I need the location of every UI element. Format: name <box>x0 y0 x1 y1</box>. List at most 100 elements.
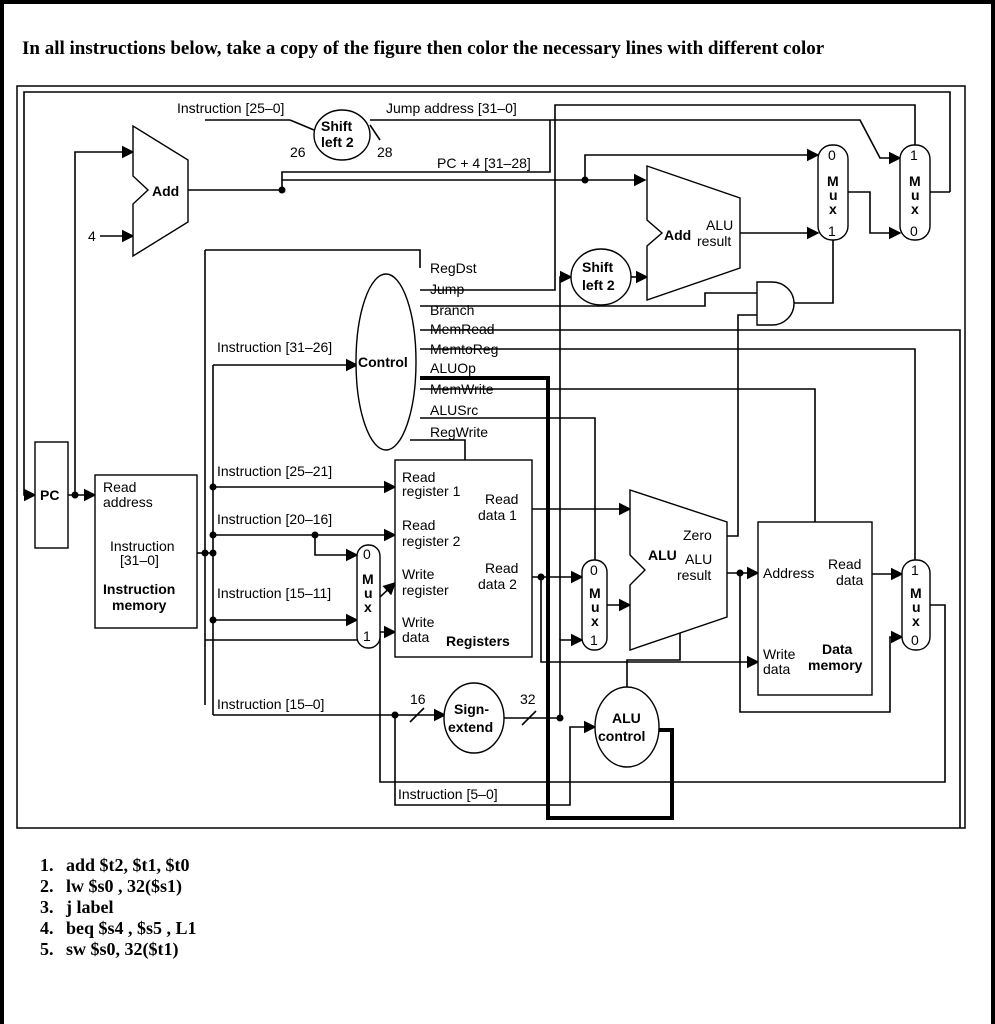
svg-text:data: data <box>836 572 863 588</box>
mux-jump: 1 M u x 0 <box>899 144 931 241</box>
svg-text:ALUOp: ALUOp <box>430 360 476 376</box>
svg-text:left 2: left 2 <box>582 277 615 293</box>
svg-text:result: result <box>697 233 731 249</box>
instruction-list: 1.add $t2, $t1, $t0 2.lw $s0 , 32($s1) 3… <box>40 855 197 960</box>
svg-text:M: M <box>589 585 601 601</box>
svg-text:MemtoReg: MemtoReg <box>430 341 498 357</box>
question-text: In all instructions below, take a copy o… <box>22 38 825 59</box>
label-instr-15-11: Instruction [15–11] <box>217 585 331 601</box>
label-instr-25-0: Instruction [25–0] <box>177 100 284 116</box>
svg-text:u: u <box>829 187 838 203</box>
svg-text:address: address <box>103 494 153 510</box>
list-item: 5.sw $s0, 32($t1) <box>40 939 179 959</box>
svg-text:u: u <box>591 599 600 615</box>
svg-text:Shift: Shift <box>321 118 352 134</box>
svg-text:Address: Address <box>763 565 814 581</box>
svg-text:Read: Read <box>485 491 518 507</box>
svg-text:Read: Read <box>828 556 861 572</box>
list-item: 1.add $t2, $t1, $t0 <box>40 855 190 875</box>
svg-text:0: 0 <box>828 147 836 163</box>
svg-text:Read: Read <box>485 560 518 576</box>
svg-text:u: u <box>911 187 920 203</box>
svg-text:Instruction: Instruction <box>103 581 175 597</box>
svg-text:Jump: Jump <box>430 281 464 297</box>
svg-text:ALU: ALU <box>706 217 733 233</box>
label-instr-31-26: Instruction [31–26] <box>217 339 332 355</box>
list-item: 3.j label <box>40 897 114 917</box>
label-instr-5-0: Instruction [5–0] <box>398 786 498 802</box>
svg-text:Add: Add <box>152 183 179 199</box>
mux-memtoreg: 1 M u x 0 <box>901 559 931 651</box>
svg-text:Read: Read <box>402 469 435 485</box>
svg-text:0: 0 <box>590 562 598 578</box>
list-item: 4.beq $s4 , $s5 , L1 <box>40 918 197 938</box>
svg-text:ALU: ALU <box>648 547 677 563</box>
svg-text:Sign-: Sign- <box>454 701 489 717</box>
junction-dots <box>71 176 744 722</box>
list-item: 2.lw $s0 , 32($s1) <box>40 876 182 896</box>
svg-text:1: 1 <box>910 147 918 163</box>
label-pc-plus4: PC + 4 [31–28] <box>437 155 531 171</box>
pc-adder: Add <box>132 124 189 258</box>
wires <box>23 91 961 828</box>
svg-text:Data: Data <box>822 641 853 657</box>
svg-text:ALUSrc: ALUSrc <box>430 402 478 418</box>
label-instr-20-16: Instruction [20–16] <box>217 511 332 527</box>
svg-text:data: data <box>763 661 790 677</box>
svg-text:M: M <box>827 173 839 189</box>
svg-text:MemWrite: MemWrite <box>430 381 494 397</box>
shift-left-branch: Shift left 2 <box>570 248 632 306</box>
mux-alusrc: 0 M u x 1 <box>581 559 608 651</box>
constant-four: 4 <box>88 228 96 244</box>
svg-text:register 2: register 2 <box>402 533 461 549</box>
svg-text:data 2: data 2 <box>478 576 517 592</box>
label-28: 28 <box>377 144 393 160</box>
svg-text:PC: PC <box>40 487 59 503</box>
svg-text:Write: Write <box>763 646 796 662</box>
svg-text:M: M <box>910 585 922 601</box>
svg-text:Control: Control <box>358 354 408 370</box>
svg-text:[31–0]: [31–0] <box>120 552 159 568</box>
mux-branch: 0 M u x 1 <box>817 144 849 241</box>
instruction-memory: Read address Instruction [31–0] Instruct… <box>94 474 198 629</box>
svg-text:ALU: ALU <box>685 551 712 567</box>
svg-text:register: register <box>402 582 449 598</box>
svg-text:register 1: register 1 <box>402 483 461 499</box>
svg-text:left 2: left 2 <box>321 134 354 150</box>
svg-text:data 1: data 1 <box>478 507 517 523</box>
svg-text:u: u <box>364 585 373 601</box>
svg-text:0: 0 <box>363 546 371 562</box>
svg-text:control: control <box>598 728 645 744</box>
register-file: Read register 1 Read data 1 Read registe… <box>394 459 533 658</box>
svg-text:1: 1 <box>590 632 598 648</box>
alu-control: ALU control <box>594 686 660 768</box>
svg-text:MemRead: MemRead <box>430 321 495 337</box>
svg-text:1: 1 <box>363 628 371 644</box>
svg-text:Instruction: Instruction <box>110 538 175 554</box>
branch-adder: Add ALU result <box>646 165 741 301</box>
label-32: 32 <box>520 691 536 707</box>
svg-text:Write: Write <box>402 614 435 630</box>
control-unit: Control <box>355 273 417 451</box>
label-26: 26 <box>290 144 306 160</box>
label-instr-25-21: Instruction [25–21] <box>217 463 332 479</box>
svg-text:RegDst: RegDst <box>430 260 477 276</box>
svg-text:RegWrite: RegWrite <box>430 424 488 440</box>
mux-regdst: 0 M u x 1 <box>356 544 381 649</box>
svg-text:x: x <box>591 613 599 629</box>
svg-text:memory: memory <box>808 657 863 673</box>
svg-text:M: M <box>909 173 921 189</box>
svg-text:Registers: Registers <box>446 633 510 649</box>
svg-text:result: result <box>677 567 711 583</box>
svg-text:ALU: ALU <box>612 710 641 726</box>
svg-text:x: x <box>829 201 837 217</box>
main-alu: ALU Zero ALU result <box>629 489 728 651</box>
svg-text:M: M <box>362 571 374 587</box>
svg-text:x: x <box>364 599 372 615</box>
label-16: 16 <box>410 691 426 707</box>
label-jump-address: Jump address [31–0] <box>386 100 517 116</box>
svg-text:Read: Read <box>402 517 435 533</box>
pc-register: PC <box>34 441 69 549</box>
